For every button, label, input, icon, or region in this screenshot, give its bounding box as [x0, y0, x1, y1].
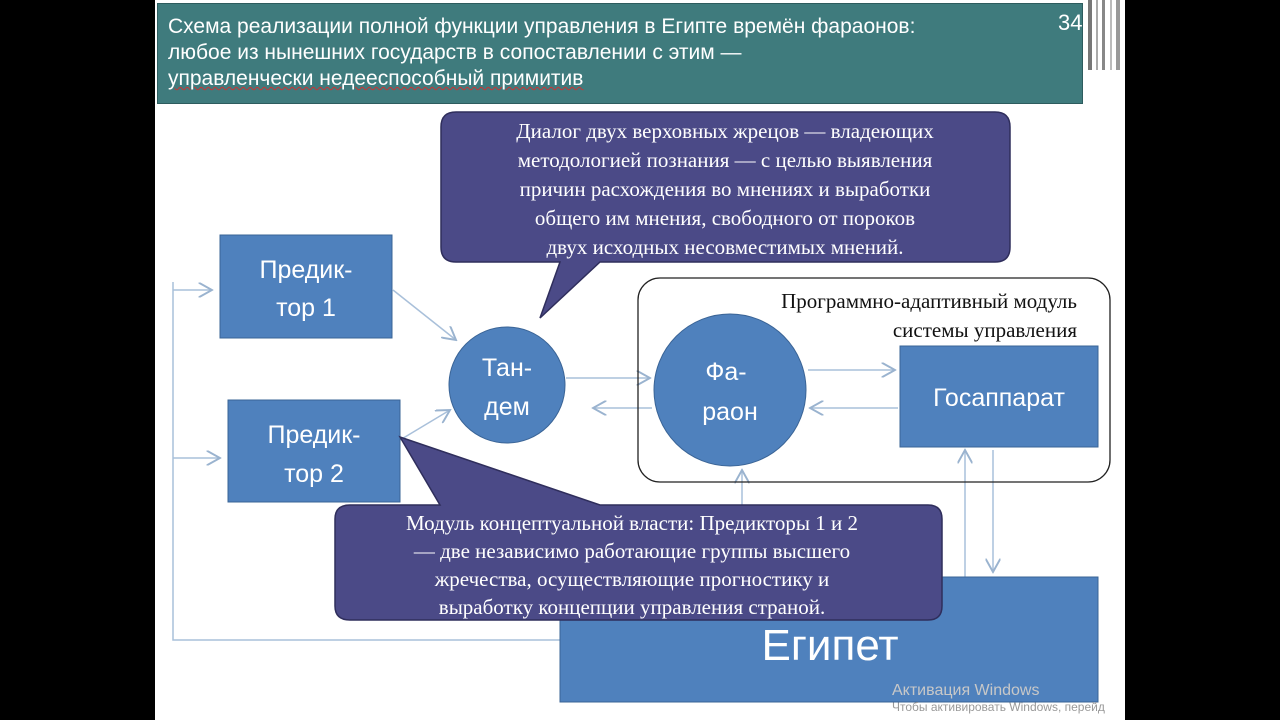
predictor-2-box	[227, 399, 401, 503]
callout-top	[440, 111, 1011, 319]
title-line: любое из нынешних государств в сопоставл…	[168, 41, 742, 64]
decorative-lines	[1088, 0, 1120, 70]
watermark-title: Активация Windows	[892, 682, 1040, 699]
pharaoh-circle	[653, 313, 807, 467]
title-line: Схема реализации полной функции управлен…	[168, 15, 916, 38]
callout-top-text: Диалог двух верховных жрецов — владеющих…	[516, 119, 934, 259]
callout-bottom	[334, 435, 943, 621]
tandem-circle	[448, 326, 566, 444]
page-number: 34	[1058, 10, 1083, 35]
pharaoh-label: Фа-раон	[702, 358, 758, 426]
module-box	[637, 277, 1111, 483]
windows-activation-watermark: Активация Windows Чтобы активировать Win…	[892, 682, 1105, 714]
predictor-1-box	[219, 234, 393, 339]
title-line: управленчески недееспособный примитив	[168, 67, 584, 90]
egypt-label: Египет	[762, 621, 899, 670]
predictor-2-label: Предик-тор 2	[267, 421, 360, 488]
tandem-label: Тан-дем	[482, 354, 532, 421]
slide-title: Схема реализации полной функции управлен…	[157, 3, 1083, 104]
gosapparat-box	[899, 345, 1099, 448]
predictor-1-label: Предик-тор 1	[259, 256, 352, 322]
gosapparat-label: Госаппарат	[933, 384, 1065, 412]
watermark-subtitle: Чтобы активировать Windows, перейд	[892, 700, 1105, 714]
callout-bottom-text: Модуль концептуальной власти: Предикторы…	[406, 511, 858, 619]
